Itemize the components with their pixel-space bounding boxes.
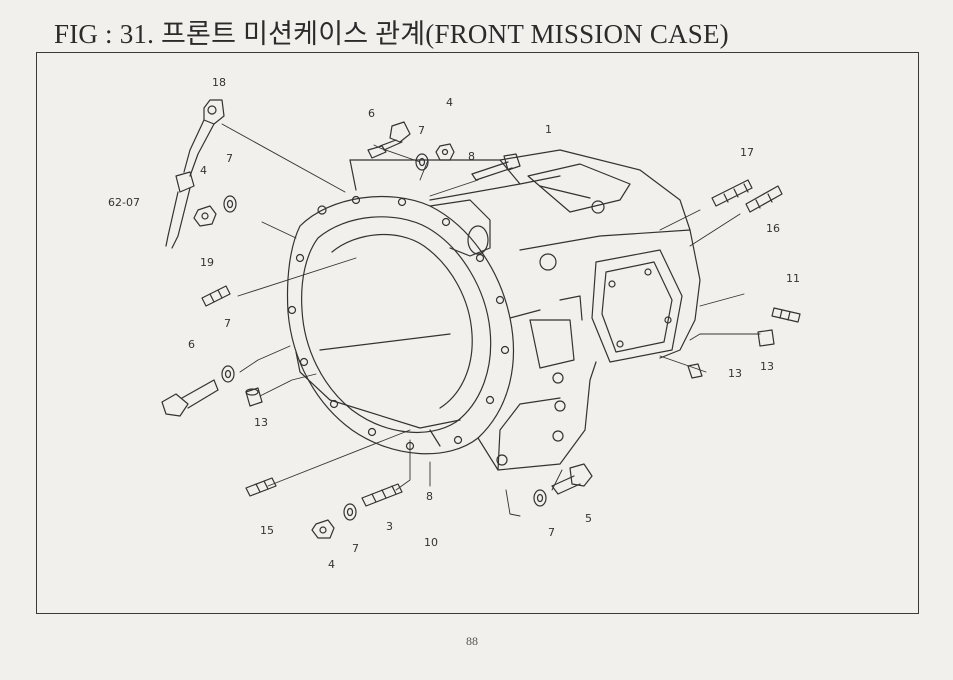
part-4-nut-top (435, 143, 455, 161)
part-13-pin-right-lower (687, 363, 703, 379)
callout-6-left: 6 (188, 338, 195, 351)
callout-7-mid: 7 (224, 317, 231, 330)
callout-7-bottom-right: 7 (548, 526, 555, 539)
part-6-bolt-left (161, 379, 219, 417)
part-13-pin-left (245, 387, 263, 407)
part-11-stud (771, 307, 801, 323)
callout-7-top: 7 (418, 124, 425, 137)
callout-8-bottom: 8 (426, 490, 433, 503)
callout-13-right: 13 (728, 367, 742, 380)
callout-6-top: 6 (368, 107, 375, 120)
part-8-bolt-top (471, 153, 521, 181)
callout-18: 18 (212, 76, 226, 89)
callout-19: 19 (200, 256, 214, 269)
callout-13-far-right: 13 (760, 360, 774, 373)
callout-16: 16 (766, 222, 780, 235)
part-19-stud (201, 285, 231, 307)
part-7-washer-top (415, 153, 429, 171)
part-17-stud (711, 179, 753, 207)
diagram-frame (36, 52, 919, 614)
figure-title: FIG : 31. 프론트 미션케이스 관계(FRONT MISSION CAS… (54, 19, 729, 49)
part-16-stud (745, 185, 783, 213)
part-7-washer-left (223, 195, 237, 213)
part-7-washer-bottom-right (533, 489, 547, 507)
part-5-bolt (551, 463, 593, 495)
callout-7-left: 7 (226, 152, 233, 165)
callout-11: 11 (786, 272, 800, 285)
page-number: 88 (466, 634, 478, 648)
part-18-elbow-fitting (183, 99, 225, 177)
callout-5: 5 (585, 512, 592, 525)
part-3-stud (361, 483, 403, 507)
callout-4-bottom: 4 (328, 558, 335, 571)
part-4-nut-bottom (311, 519, 335, 539)
callout-4-top: 4 (446, 96, 453, 109)
part-15-stud (245, 477, 277, 497)
callout-13-left: 13 (254, 416, 268, 429)
callout-7-bottom: 7 (352, 542, 359, 555)
callout-17: 17 (740, 146, 754, 159)
part-62-07-hose (165, 171, 195, 249)
part-6-bolt-top (367, 121, 411, 159)
callout-3: 3 (386, 520, 393, 533)
callout-4-left: 4 (200, 164, 207, 177)
part-7-washer-bottom (343, 503, 357, 521)
callout-15: 15 (260, 524, 274, 537)
callout-10: 10 (424, 536, 438, 549)
part-13-pin-right-upper (757, 329, 775, 347)
part-7-washer-mid (221, 365, 235, 383)
callout-62-07: 62-07 (108, 196, 140, 209)
front-mission-case (286, 149, 701, 471)
part-4-nut-left (193, 205, 217, 227)
callout-labels: 1 18 6 4 7 8 17 16 62-07 4 7 19 11 7 6 1… (108, 76, 800, 571)
callout-8-top: 8 (468, 150, 475, 163)
callout-1: 1 (545, 123, 552, 136)
